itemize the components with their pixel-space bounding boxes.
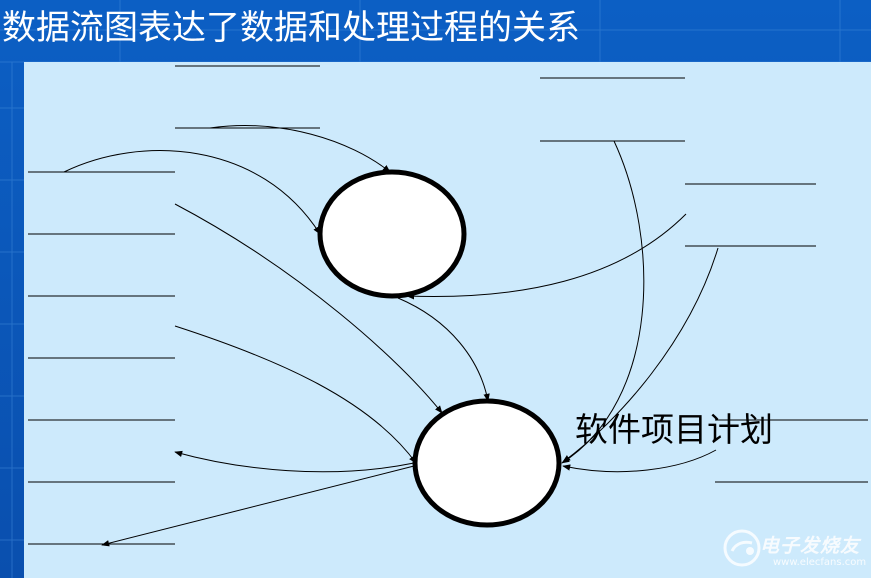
watermark-url: www.elecfans.com [773, 557, 867, 568]
flow-arrow-top-to-upper [209, 125, 391, 173]
watermark-brand: 电子发烧友 [760, 535, 861, 557]
process-node-upper [317, 169, 467, 299]
flow-arrow-left1-to-upper [63, 150, 321, 235]
process-label: 软件项目计划 [575, 410, 773, 449]
flow-arrow-lower-to-left5 [174, 450, 415, 473]
flow-arrow-upper-to-lower [397, 297, 490, 402]
flow-arrow-right5-to-lower [562, 449, 717, 473]
flow-arrow-left1b-to-lower [174, 203, 443, 414]
slide-title: 数据流图表达了数据和处理过程的关系 [2, 8, 580, 48]
flow-arrow-right4-to-lower [562, 247, 719, 463]
watermark-logo-icon [723, 529, 761, 567]
flow-arrow-right3-to-upper [406, 213, 687, 300]
flow-arrow-right2-to-lower [561, 140, 645, 464]
flow-arrow-lower-to-left7 [101, 465, 415, 547]
flow-arrow-left3-to-lower [174, 325, 417, 464]
process-node-lower [412, 398, 562, 528]
